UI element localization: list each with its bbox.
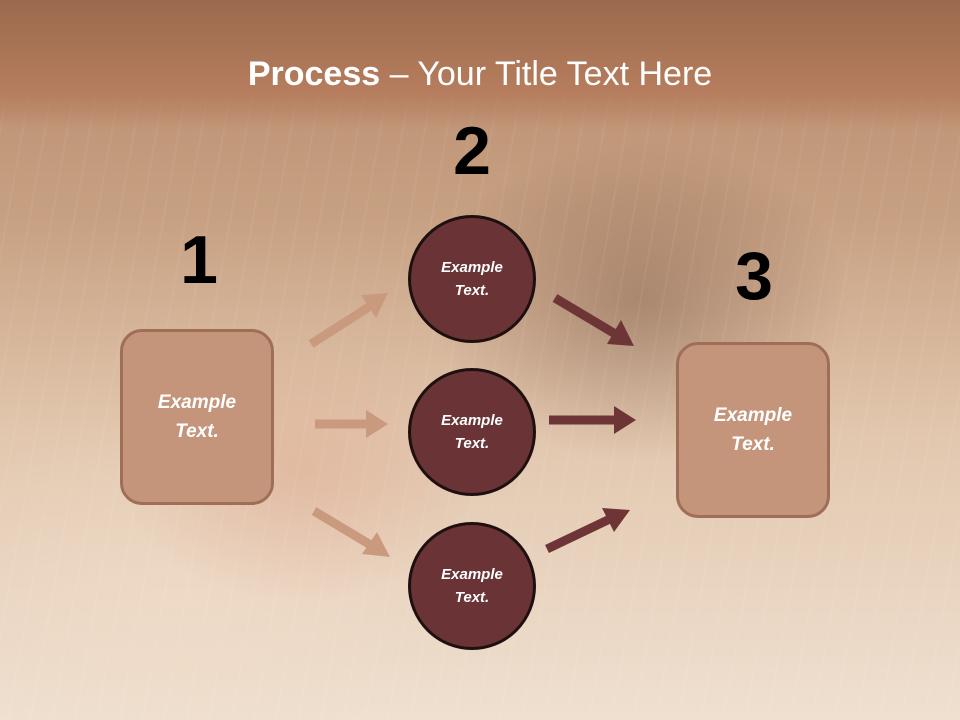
arrow-1-to-top xyxy=(308,293,388,348)
step-number-1: 1 xyxy=(180,222,218,298)
step-1-box: Example Text. xyxy=(120,329,274,505)
step-number-3: 3 xyxy=(735,238,773,314)
title-rest: – Your Title Text Here xyxy=(380,55,713,93)
title-bold: Process xyxy=(247,55,381,93)
slide-title: Process – Your Title Text Here xyxy=(0,52,960,96)
step-2-circle-middle: Example Text. xyxy=(408,368,536,496)
arrow-1-to-bottom xyxy=(311,507,390,557)
step-2-circle-top: Example Text. xyxy=(408,215,536,343)
step-number-2: 2 xyxy=(453,113,491,189)
title-band xyxy=(0,0,960,130)
arrow-middle-to-3 xyxy=(549,406,636,434)
step-3-box: Example Text. xyxy=(676,342,830,518)
step-1-text: Example Text. xyxy=(157,392,237,442)
step-2-middle-text: Example Text. xyxy=(441,412,503,452)
step-2-top-text: Example Text. xyxy=(441,259,503,299)
step-2-circle-bottom: Example Text. xyxy=(408,522,536,650)
step-3-text: Example Text. xyxy=(713,405,793,455)
step-2-bottom-text: Example Text. xyxy=(441,566,503,606)
arrow-bottom-to-3 xyxy=(545,508,630,554)
arrow-1-to-middle xyxy=(315,410,388,438)
arrow-top-to-3 xyxy=(552,294,634,346)
